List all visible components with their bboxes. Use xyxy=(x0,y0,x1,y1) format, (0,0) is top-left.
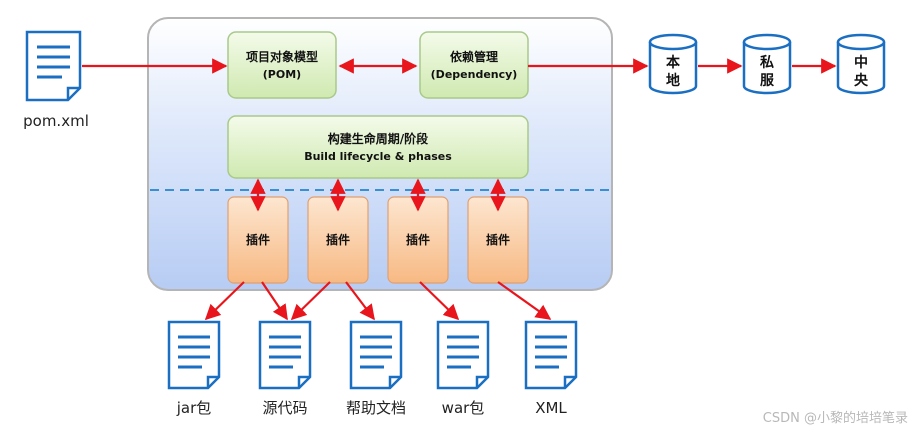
build-lifecycle-subtitle: Build lifecycle & phases xyxy=(304,150,452,163)
pom-file-icon xyxy=(25,30,82,102)
plugin-label-4: 插件 xyxy=(486,232,510,247)
output-doc-icon-xml xyxy=(524,320,578,390)
arrow-plugin1-to-jar xyxy=(204,281,245,321)
output-doc-icon-jar xyxy=(167,320,221,390)
watermark: CSDN @小黎的培培笔录 xyxy=(763,410,908,426)
plugin-label-3: 插件 xyxy=(406,232,430,247)
repository-private-icon xyxy=(742,33,792,95)
output-doc-icon-source xyxy=(258,320,312,390)
arrow-plugin2-to-docs xyxy=(345,281,375,321)
dependency-management-title: 依赖管理 xyxy=(450,49,498,64)
arrow-plugin3-to-war xyxy=(419,281,460,321)
repository-central-label-line1: 中 xyxy=(854,54,868,71)
arrow-plugin1-to-source xyxy=(261,281,288,321)
project-object-model-subtitle: (POM) xyxy=(263,68,301,81)
build-lifecycle-title: 构建生命周期/阶段 xyxy=(328,131,429,146)
project-object-model-title: 项目对象模型 xyxy=(246,49,318,64)
dependency-management-subtitle: (Dependency) xyxy=(431,68,518,81)
output-label-jar: jar包 xyxy=(176,399,212,417)
output-doc-icon-war xyxy=(436,320,490,390)
repository-private-label-line1: 私 xyxy=(760,54,774,71)
repository-local-label-line1: 本 xyxy=(666,54,681,71)
plugin-label-2: 插件 xyxy=(326,232,350,247)
repository-central-label-line2: 央 xyxy=(854,72,869,89)
repository-central-icon xyxy=(836,33,886,95)
pom-file-label: pom.xml xyxy=(23,112,89,130)
build-lifecycle-box xyxy=(227,115,529,179)
dependency-management-box xyxy=(419,31,529,99)
plugin-label-1: 插件 xyxy=(246,232,270,247)
project-object-model-box xyxy=(227,31,337,99)
output-label-docs: 帮助文档 xyxy=(346,399,406,417)
repository-local-label-line2: 地 xyxy=(666,72,680,89)
repository-private-label-line2: 服 xyxy=(760,73,775,89)
output-label-xml: XML xyxy=(535,399,567,417)
output-doc-icon-docs xyxy=(349,320,403,390)
output-label-source: 源代码 xyxy=(262,399,307,417)
arrow-plugin2-to-source xyxy=(290,281,331,321)
repository-local-icon xyxy=(648,33,698,95)
arrow-plugin4-to-xml xyxy=(497,281,552,320)
output-label-war: war包 xyxy=(442,399,485,417)
